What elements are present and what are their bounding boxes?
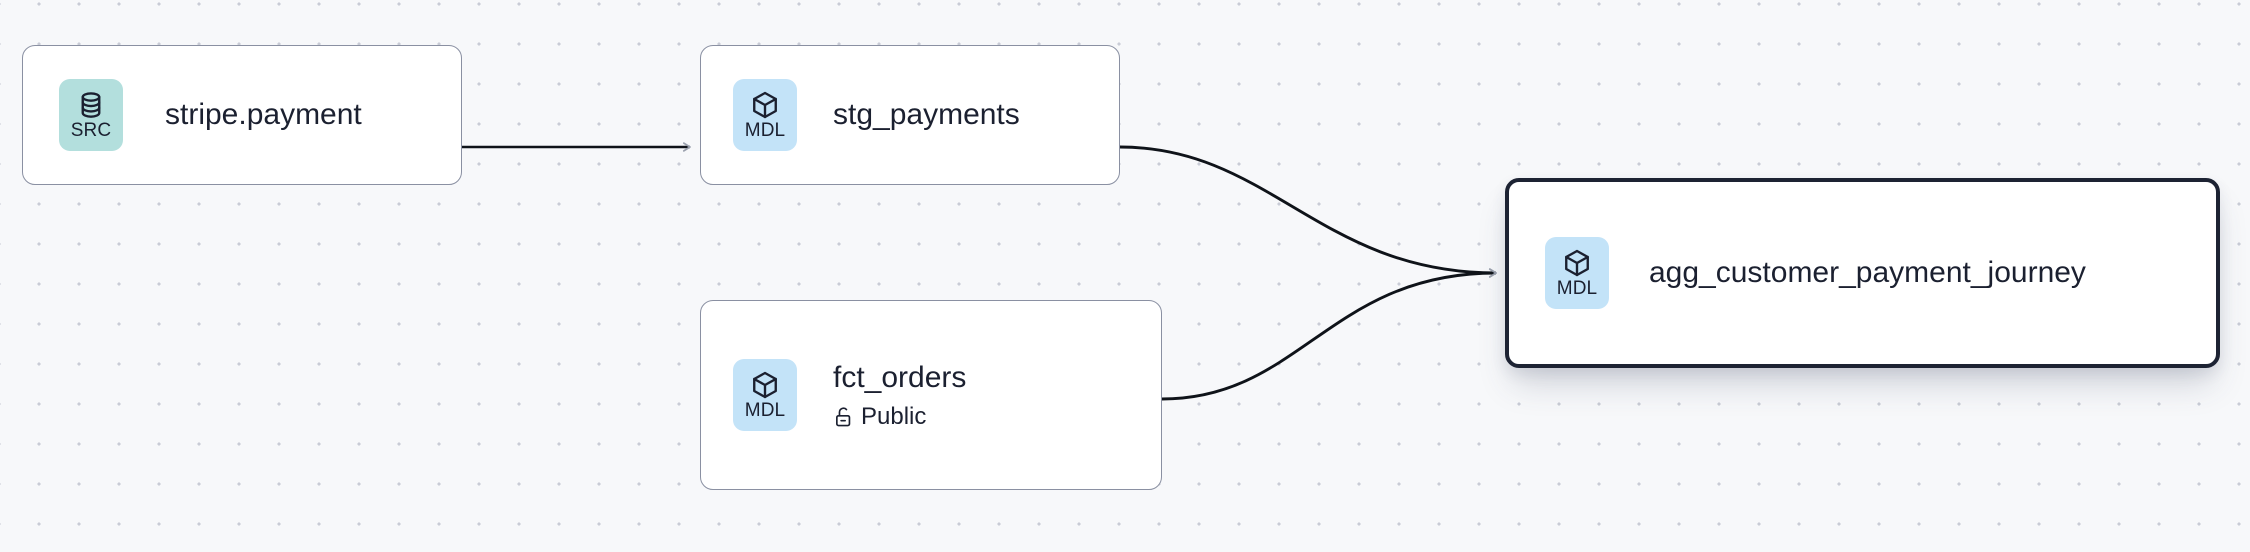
node-agg-customer-payment-journey[interactable]: MDL agg_customer_payment_journey xyxy=(1505,178,2220,368)
cube-icon xyxy=(750,370,780,400)
node-body: agg_customer_payment_journey xyxy=(1649,255,2086,291)
database-icon xyxy=(76,90,106,120)
node-kind-badge-mdl: MDL xyxy=(733,359,797,431)
node-kind-label: MDL xyxy=(744,399,786,421)
node-kind-badge-src: SRC xyxy=(59,79,123,151)
node-stripe-payment[interactable]: SRC stripe.payment xyxy=(22,45,462,185)
node-visibility-label: Public xyxy=(861,402,927,430)
node-kind-label: MDL xyxy=(1556,277,1598,299)
node-kind-badge-mdl: MDL xyxy=(1545,237,1609,309)
unlock-icon xyxy=(833,405,854,429)
node-body: stripe.payment xyxy=(165,97,362,133)
node-title: stg_payments xyxy=(833,98,1020,131)
node-kind-badge-mdl: MDL xyxy=(733,79,797,151)
cube-icon xyxy=(750,90,780,120)
node-fct-orders[interactable]: MDL fct_orders Public xyxy=(700,300,1162,490)
node-title: agg_customer_payment_journey xyxy=(1649,256,2086,289)
node-kind-label: MDL xyxy=(744,119,786,141)
node-visibility-badge: Public xyxy=(833,403,966,431)
node-body: stg_payments xyxy=(833,97,1020,133)
cube-icon xyxy=(1562,248,1592,278)
node-body: fct_orders Public xyxy=(833,360,966,431)
node-title: fct_orders xyxy=(833,360,967,394)
node-title: stripe.payment xyxy=(165,98,362,131)
edge-fct-orders-to-agg-customer-payment-journey xyxy=(1161,268,1497,401)
edge-stg-payments-to-agg-customer-payment-journey xyxy=(1119,145,1497,278)
node-stg-payments[interactable]: MDL stg_payments xyxy=(700,45,1120,185)
node-kind-label: SRC xyxy=(70,119,112,141)
